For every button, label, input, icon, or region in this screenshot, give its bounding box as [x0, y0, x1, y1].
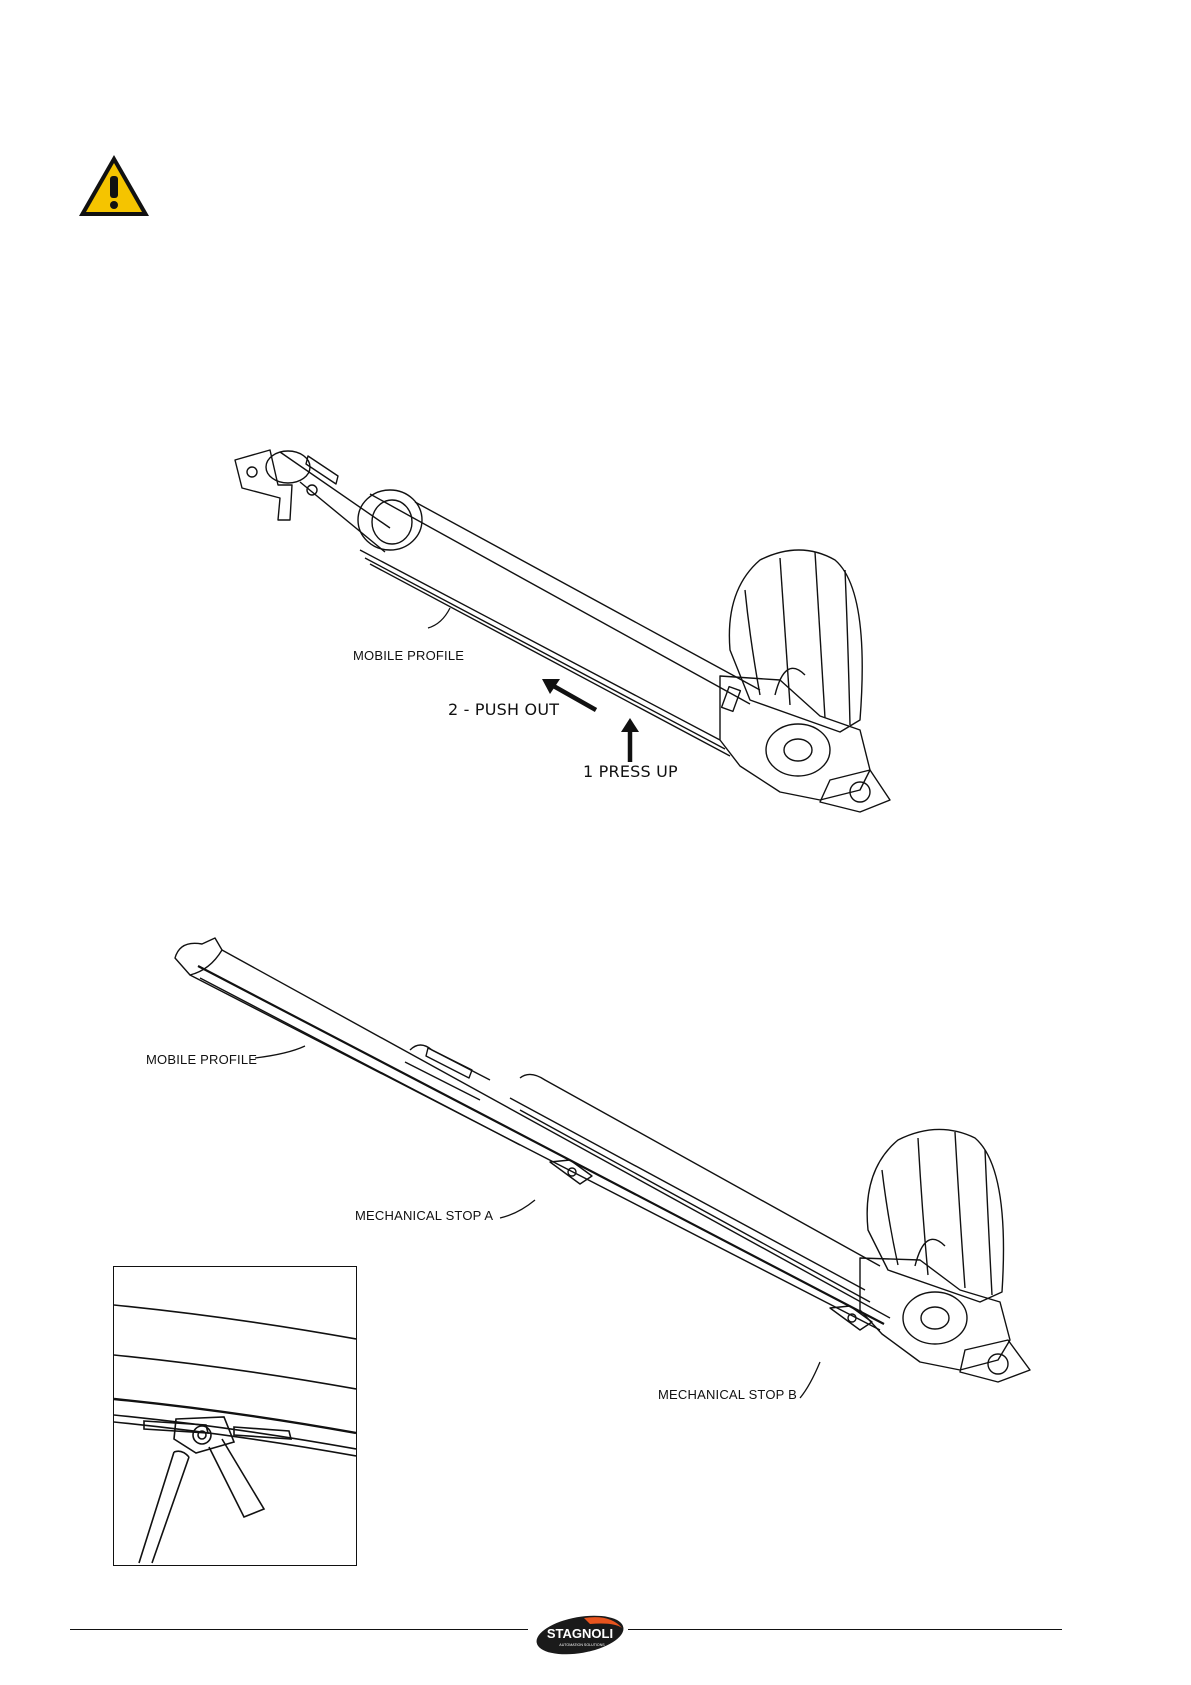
callout-mobile-profile-bottom: MOBILE PROFILE — [146, 1052, 257, 1067]
logo-text: STAGNOLI — [547, 1626, 613, 1641]
footer-rule-left — [70, 1629, 528, 1630]
callout-mechanical-stop-a: MECHANICAL STOP A — [355, 1208, 493, 1223]
push-out-arrow-icon — [540, 670, 630, 760]
footer-rule-right — [628, 1629, 1062, 1630]
callout-mobile-profile-top: MOBILE PROFILE — [353, 648, 464, 663]
stagnoli-logo-icon: STAGNOLI AUTOMATION SOLUTIONS — [530, 1610, 630, 1660]
callout-press-up: 1 PRESS UP — [583, 762, 678, 781]
detail-inset — [113, 1266, 357, 1566]
warning-icon — [76, 152, 152, 220]
callout-mechanical-stop-b: MECHANICAL STOP B — [658, 1387, 797, 1402]
logo-tagline: AUTOMATION SOLUTIONS — [559, 1643, 605, 1647]
actuator-figure-top — [220, 440, 960, 860]
detail-inset-drawing — [114, 1267, 356, 1565]
press-up-arrow-icon — [618, 716, 642, 764]
